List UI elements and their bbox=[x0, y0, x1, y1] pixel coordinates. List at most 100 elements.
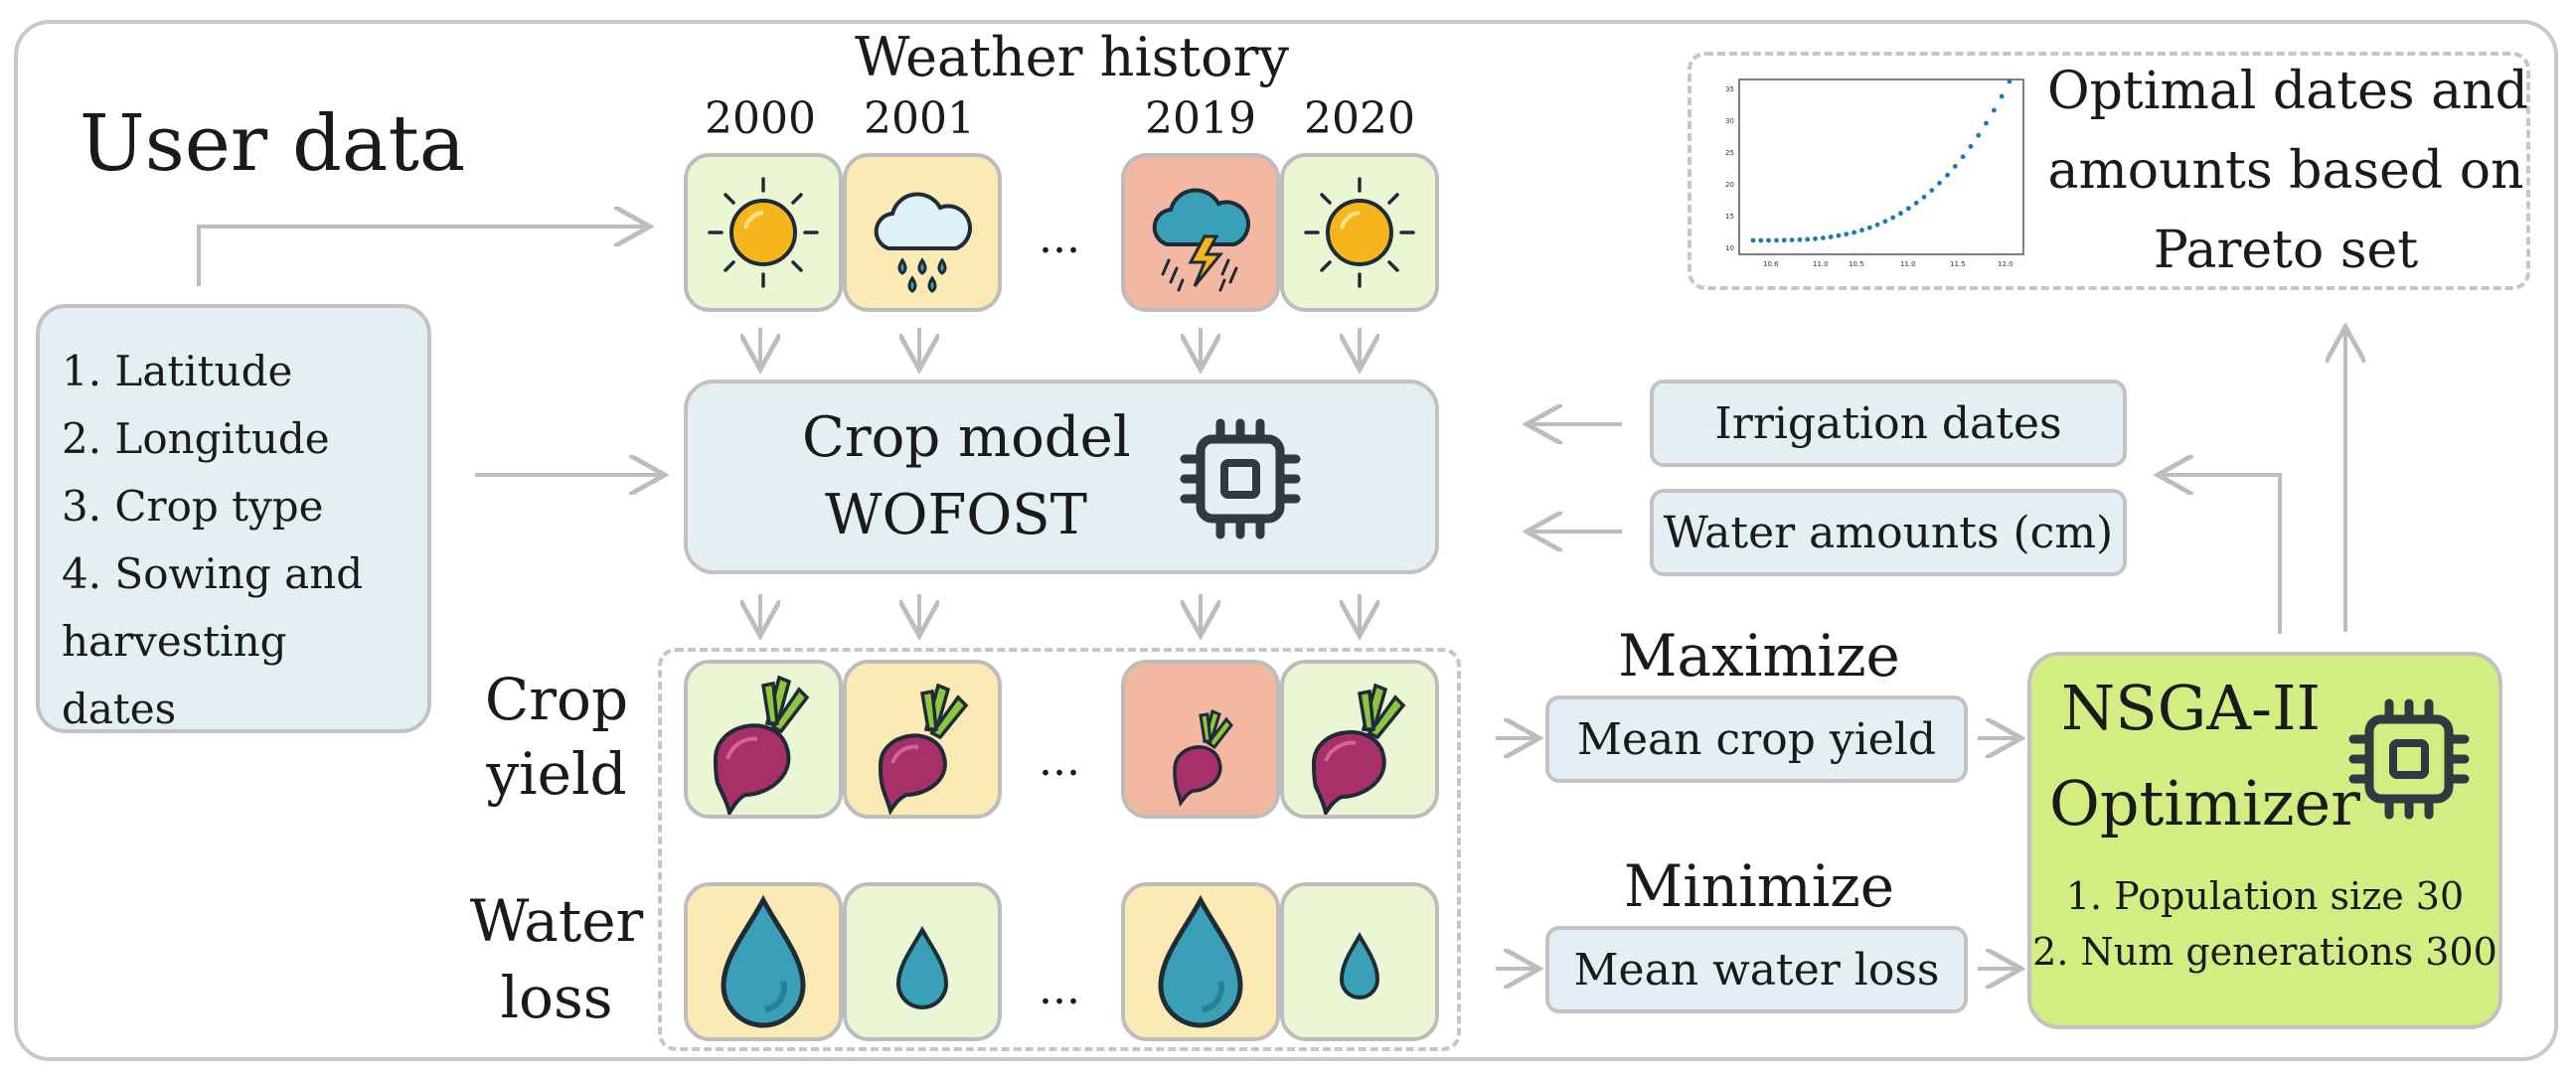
pareto-point bbox=[1968, 144, 1974, 149]
weather-tile-2020 bbox=[1280, 153, 1439, 312]
crop-model-title: Crop model bbox=[802, 405, 1131, 470]
optimizer-param: 2. Num generations 300 bbox=[2032, 930, 2497, 974]
mean-crop-yield-box: Mean crop yield bbox=[1545, 695, 1968, 783]
user-data-box: 1. Latitude 2. Longitude 3. Crop type 4.… bbox=[36, 304, 431, 733]
water-loss-label: loss bbox=[500, 964, 613, 1031]
user-item: 2. Longitude bbox=[62, 414, 330, 463]
pareto-point bbox=[1844, 231, 1850, 237]
ellipsis: ... bbox=[1039, 964, 1080, 1014]
pareto-point bbox=[1906, 206, 1911, 212]
optimizer-subtitle: Optimizer bbox=[2049, 767, 2360, 840]
crop-yield-tile bbox=[684, 660, 843, 819]
pareto-point bbox=[1921, 194, 1927, 200]
weather-tile-2001 bbox=[843, 153, 1002, 312]
pareto-point bbox=[1859, 228, 1864, 233]
beet-icon bbox=[878, 683, 969, 816]
pareto-point bbox=[1781, 237, 1787, 243]
chip-icon bbox=[2348, 698, 2470, 820]
pareto-point bbox=[1836, 232, 1842, 238]
crop-yield-tile bbox=[843, 660, 1002, 819]
user-item: harvesting bbox=[62, 617, 287, 666]
water-loss-tile bbox=[843, 882, 1002, 1041]
y-tick: 10 bbox=[1725, 244, 1734, 252]
pareto-point bbox=[1945, 172, 1950, 178]
pareto-point bbox=[1960, 154, 1966, 160]
water-loss-tile bbox=[1121, 882, 1280, 1041]
pareto-point bbox=[1852, 230, 1856, 235]
pareto-plot: 10.6 11.0 10.5 11.0 11.5 12.0 35 30 25 2… bbox=[1725, 78, 2024, 268]
arrow-user-to-weather bbox=[197, 227, 646, 286]
pareto-point bbox=[1805, 236, 1811, 242]
water-drop-icon bbox=[1339, 931, 1380, 999]
pareto-point bbox=[1929, 188, 1935, 193]
optimizer-box: NSGA-II Optimizer 1. Population size 30 … bbox=[2027, 652, 2502, 1029]
arrow-optimizer-to-inputs bbox=[2162, 475, 2282, 634]
pareto-result-box bbox=[1688, 52, 2530, 290]
x-tick: 10.5 bbox=[1849, 260, 1864, 268]
y-tick: 15 bbox=[1725, 213, 1734, 221]
pareto-point bbox=[1913, 200, 1919, 206]
year-label: 2019 bbox=[1145, 93, 1256, 144]
user-data-list: 1. Latitude 2. Longitude 3. Crop type 4.… bbox=[62, 338, 363, 743]
pareto-point bbox=[1999, 93, 2005, 99]
x-tick: 12.0 bbox=[1998, 260, 2013, 268]
yearly-results-group bbox=[658, 648, 1461, 1051]
pareto-point bbox=[1874, 222, 1880, 228]
pareto-point bbox=[2007, 78, 2012, 84]
user-item: 1. Latitude bbox=[62, 347, 293, 395]
rain-cloud-icon bbox=[874, 192, 972, 293]
user-data-title: User data bbox=[80, 99, 466, 189]
y-tick: 25 bbox=[1725, 149, 1734, 157]
y-tick: 30 bbox=[1725, 117, 1734, 125]
year-label: 2020 bbox=[1304, 93, 1415, 144]
x-tick: 10.6 bbox=[1763, 260, 1779, 268]
crop-yield-label: yield bbox=[486, 740, 627, 808]
pareto-point bbox=[1821, 235, 1826, 240]
y-tick: 20 bbox=[1725, 181, 1734, 189]
water-loss-tile bbox=[1280, 882, 1439, 1041]
beet-icon bbox=[1311, 683, 1406, 818]
x-tick: 11.0 bbox=[1900, 260, 1916, 268]
pareto-point bbox=[1797, 236, 1803, 242]
pareto-point bbox=[1750, 237, 1756, 243]
pareto-point bbox=[1866, 225, 1872, 230]
pareto-point bbox=[1952, 164, 1958, 169]
water-loss-label: Water bbox=[469, 887, 644, 955]
crop-yield-tile bbox=[1280, 660, 1439, 819]
water-amounts-box: Water amounts (cm) bbox=[1650, 489, 2127, 576]
user-item: 4. Sowing and bbox=[62, 549, 364, 598]
maximize-label: Maximize bbox=[1618, 622, 1900, 690]
chip-icon bbox=[1180, 418, 1301, 539]
crop-model-box: Crop model WOFOST bbox=[684, 380, 1439, 574]
user-item: 3. Crop type bbox=[62, 482, 324, 531]
storm-icon bbox=[1152, 188, 1250, 292]
pareto-point bbox=[1882, 219, 1888, 225]
y-tick: 35 bbox=[1725, 85, 1734, 93]
crop-model-name: WOFOST bbox=[825, 483, 1087, 547]
pareto-point bbox=[1789, 237, 1795, 243]
year-label: 2001 bbox=[864, 93, 975, 144]
x-tick: 11.0 bbox=[1813, 260, 1829, 268]
diagram-frame bbox=[14, 20, 2558, 1061]
pareto-point bbox=[1813, 235, 1818, 241]
crop-yield-tile bbox=[1121, 660, 1280, 819]
x-tick: 11.5 bbox=[1950, 260, 1966, 268]
weather-tile-2000 bbox=[684, 153, 843, 312]
crop-yield-label: Crop bbox=[484, 666, 629, 733]
year-label: 2000 bbox=[705, 93, 816, 144]
pareto-point bbox=[1984, 120, 1989, 126]
beet-icon bbox=[713, 675, 810, 819]
pareto-point bbox=[1976, 132, 1982, 138]
irrigation-dates-box: Irrigation dates bbox=[1650, 380, 2127, 467]
pareto-point bbox=[1828, 234, 1834, 239]
pareto-point bbox=[1758, 237, 1764, 243]
pareto-point bbox=[1774, 237, 1779, 243]
pareto-point bbox=[1890, 215, 1896, 221]
water-drop-icon bbox=[1158, 894, 1243, 1028]
water-drop-icon bbox=[721, 894, 806, 1028]
mean-water-loss-box: Mean water loss bbox=[1545, 926, 1968, 1013]
ellipsis: ... bbox=[1039, 735, 1080, 786]
optimizer-param: 1. Population size 30 bbox=[2065, 874, 2465, 918]
sun-icon bbox=[1304, 177, 1415, 288]
